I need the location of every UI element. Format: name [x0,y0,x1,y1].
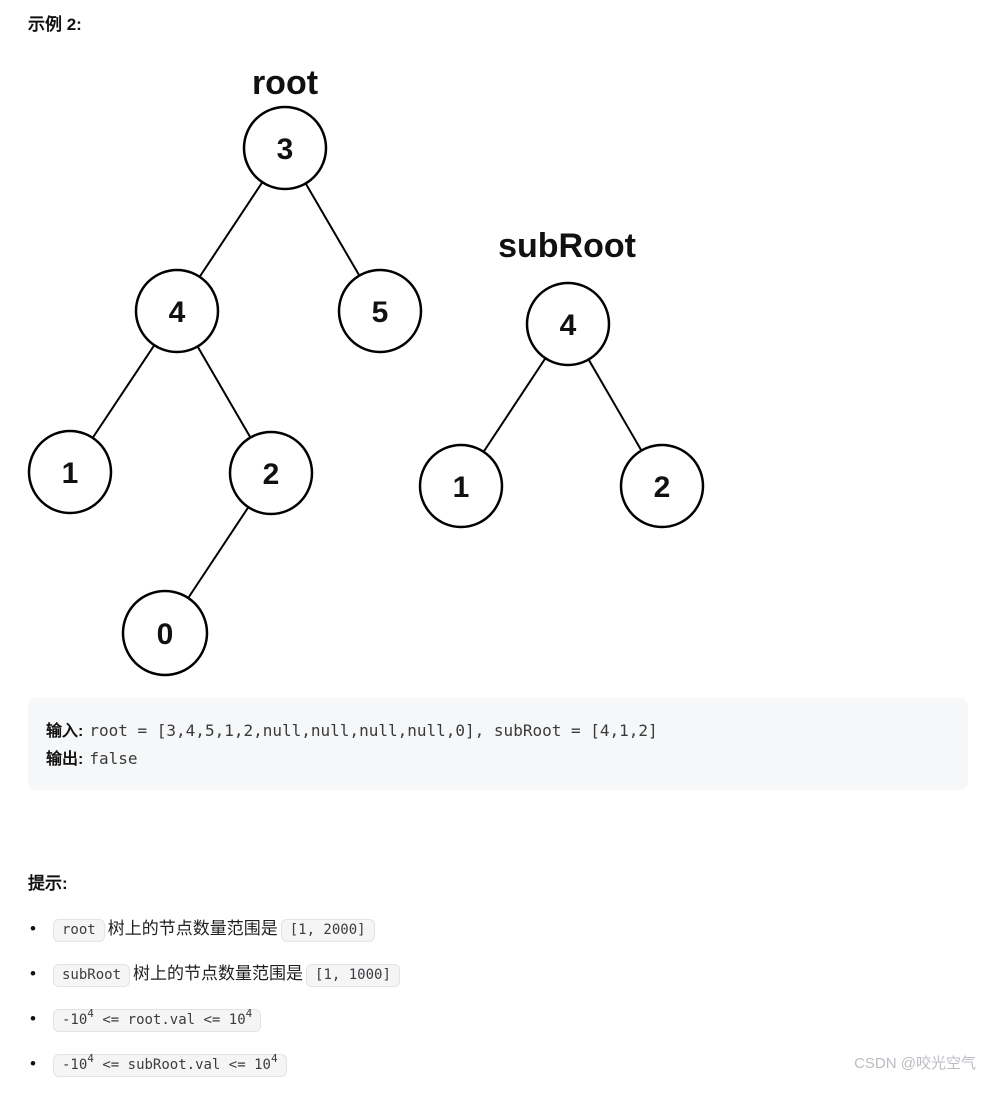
example-heading: 示例 2: [28,15,82,34]
hint-text: 树上的节点数量范围是 [133,964,304,983]
superscript: 4 [87,1052,94,1066]
node-value: 4 [169,296,186,329]
inline-code: -104 <= root.val <= 104 [53,1007,262,1032]
subroot-tree-label: subRoot [498,227,636,265]
node-value: 5 [372,296,389,329]
output-line: 输出: false [46,745,950,773]
inline-code: [1, 1000] [306,964,400,987]
inline-code: [1, 2000] [280,919,375,942]
bullet-icon: • [30,919,36,938]
node-circle [418,443,504,529]
node-value: 1 [62,457,79,490]
hint-text: 树上的节点数量范围是 [107,919,278,938]
csdn-watermark: CSDN @咬光空气 [854,1055,976,1072]
tree-diagram: root subRoot 3 4 5 1 2 0 4 1 2 [27,64,705,677]
hint-item: • -104 <= subRoot.val <= 104 [28,1051,728,1078]
node-circle [242,105,328,191]
node-value: 2 [654,471,671,504]
example-io-block: 输入: root = [3,4,5,1,2,null,null,null,null… [28,698,968,790]
inline-code: -104 <= subRoot.val <= 104 [53,1052,287,1077]
root-tree: 3 4 5 1 2 0 [27,105,423,677]
node-value: 2 [263,458,280,491]
node-circle [619,443,705,529]
node-value: 0 [157,618,174,651]
hint-item: • -104 <= root.val <= 104 [28,1006,728,1033]
input-line: 输入: root = [3,4,5,1,2,null,null,null,null… [46,717,950,745]
node-value: 3 [277,133,294,166]
superscript: 4 [87,1007,94,1021]
superscript: 4 [270,1052,278,1066]
superscript: 4 [245,1007,253,1021]
node-circle [228,430,314,516]
bullet-icon: • [30,1054,36,1073]
bullet-icon: • [30,1009,36,1028]
node-circle [337,268,423,354]
inline-code: subRoot [53,964,131,987]
output-label: 输出: [46,751,84,768]
node-circle [134,268,220,354]
output-value: false [89,749,138,768]
node-circle [121,589,209,677]
inline-code: root [53,919,105,942]
bullet-icon: • [30,964,36,983]
input-label: 输入: [46,723,84,740]
node-value: 1 [453,471,470,504]
subroot-tree: 4 1 2 [418,281,705,529]
node-value: 4 [560,309,577,342]
root-tree-label: root [252,64,318,102]
node-circle [27,429,113,515]
input-value: root = [3,4,5,1,2,null,null,null,null,0]… [89,721,658,740]
hints-heading: 提示: [28,874,68,893]
node-circle [525,281,611,367]
